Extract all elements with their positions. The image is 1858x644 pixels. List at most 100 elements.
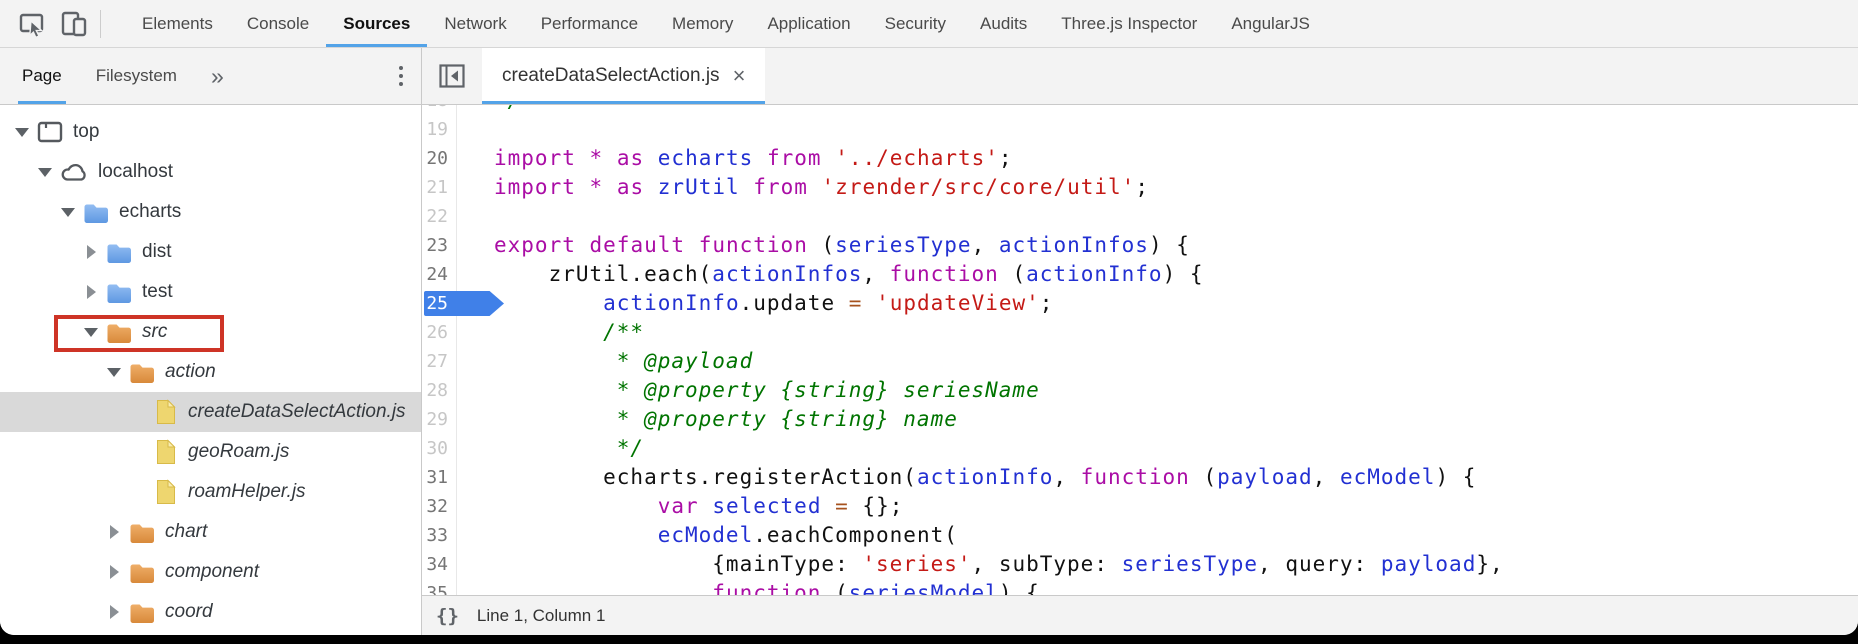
code-line-28[interactable]: 28 * @property {string} seriesName: [422, 376, 1858, 405]
toolbar-tab-three-js-inspector[interactable]: Three.js Inspector: [1061, 13, 1198, 33]
line-number[interactable]: 18: [422, 105, 457, 115]
code-line-text: * @property {string} seriesName: [494, 378, 1040, 402]
close-tab-icon[interactable]: ×: [732, 63, 746, 88]
sidebar-tab-filesystem[interactable]: Filesystem: [95, 66, 177, 85]
tree-item-echarts[interactable]: echarts: [0, 192, 421, 232]
line-number[interactable]: 19: [422, 115, 457, 144]
line-number[interactable]: 34: [422, 550, 457, 579]
tree-item-action[interactable]: action: [0, 352, 421, 392]
line-number[interactable]: 31: [422, 463, 457, 492]
toolbar-separator: [100, 10, 101, 38]
tree-item-test[interactable]: test: [0, 272, 421, 312]
chevron-collapsed-icon[interactable]: [106, 605, 122, 619]
tree-item-top[interactable]: top: [0, 112, 421, 152]
line-number[interactable]: 30: [422, 434, 457, 463]
code-line-25[interactable]: 25 actionInfo.update = 'updateView';: [422, 289, 1858, 318]
toolbar-tab-angularjs[interactable]: AngularJS: [1231, 13, 1310, 33]
chevron-expanded-icon[interactable]: [106, 367, 122, 377]
code-line-19[interactable]: 19: [422, 115, 1858, 144]
line-number-text: 21: [426, 177, 448, 198]
hide-navigator-icon[interactable]: [422, 48, 482, 104]
toolbar-tab-console[interactable]: Console: [246, 13, 310, 33]
code-line-30[interactable]: 30 */: [422, 434, 1858, 463]
code-line-29[interactable]: 29 * @property {string} name: [422, 405, 1858, 434]
chevron-collapsed-icon[interactable]: [83, 285, 99, 299]
toggle-device-toolbar-icon[interactable]: [58, 8, 90, 40]
code-line-32[interactable]: 32 var selected = {};: [422, 492, 1858, 521]
tree-item-dist[interactable]: dist: [0, 232, 421, 272]
line-number-text: 20: [426, 148, 448, 169]
toolbar-tab-application[interactable]: Application: [767, 13, 851, 33]
window-frame-icon: [36, 119, 64, 145]
code-line-31[interactable]: 31 echarts.registerAction(actionInfo, fu…: [422, 463, 1858, 492]
line-number[interactable]: 23: [422, 231, 457, 260]
tree-item-label: localhost: [98, 161, 173, 182]
tree-item-chart[interactable]: chart: [0, 512, 421, 552]
line-number[interactable]: 35: [422, 579, 457, 595]
tree-item-coord[interactable]: coord: [0, 592, 421, 632]
line-number[interactable]: 22: [422, 202, 457, 231]
inspect-element-icon[interactable]: [16, 8, 48, 40]
line-number[interactable]: 28: [422, 376, 457, 405]
code-line-24[interactable]: 24 zrUtil.each(actionInfos, function (ac…: [422, 260, 1858, 289]
more-tabs-chevron[interactable]: »: [210, 62, 224, 89]
code-line-text: [457, 202, 494, 231]
code-line-26[interactable]: 26 /**: [422, 318, 1858, 347]
chevron-expanded-icon[interactable]: [83, 327, 99, 337]
tree-item-label: top: [73, 121, 100, 142]
code-line-34[interactable]: 34 {mainType: 'series', subType: seriesT…: [422, 550, 1858, 579]
line-number[interactable]: 21: [422, 173, 457, 202]
toolbar-tab-security[interactable]: Security: [884, 13, 947, 33]
breakpoint-marker-icon[interactable]: [424, 291, 504, 316]
chevron-expanded-icon[interactable]: [14, 127, 30, 137]
tree-item-src[interactable]: src: [0, 312, 421, 352]
code-line-33[interactable]: 33 ecModel.eachComponent(: [422, 521, 1858, 550]
chevron-expanded-icon[interactable]: [60, 207, 76, 217]
code-line-35[interactable]: 35 function (seriesModel) {: [422, 579, 1858, 595]
code-line-text: function (seriesModel) {: [712, 581, 1040, 595]
line-number-text: 31: [426, 467, 448, 488]
toolbar-tab-audits[interactable]: Audits: [980, 13, 1028, 33]
annotation-highlight-box: [54, 315, 224, 352]
tree-item-georoam-js[interactable]: geoRoam.js: [0, 432, 421, 472]
toolbar-tab-sources[interactable]: Sources: [326, 0, 427, 47]
tree-item-label: dist: [142, 241, 172, 262]
toolbar-tab-performance[interactable]: Performance: [540, 13, 639, 33]
chevron-collapsed-icon[interactable]: [83, 245, 99, 259]
line-number[interactable]: 32: [422, 492, 457, 521]
tree-item-label: component: [165, 561, 260, 582]
code-line-22[interactable]: 22: [422, 202, 1858, 231]
line-number-text: 22: [426, 206, 448, 227]
toolbar-tab-memory[interactable]: Memory: [672, 13, 734, 33]
chevron-collapsed-icon[interactable]: [106, 525, 122, 539]
line-number[interactable]: 20: [422, 144, 457, 173]
editor-file-tab[interactable]: createDataSelectAction.js ×: [482, 48, 766, 104]
code-line-text: */: [457, 105, 521, 115]
line-number[interactable]: 27: [422, 347, 457, 376]
breakpoint-line-number[interactable]: 25: [422, 289, 504, 318]
tree-item-roamhelper-js[interactable]: roamHelper.js: [0, 472, 421, 512]
sidebar-tab-page[interactable]: Page: [18, 48, 66, 104]
chevron-collapsed-icon[interactable]: [106, 565, 122, 579]
tree-item-localhost[interactable]: localhost: [0, 152, 421, 192]
code-line-text: import * as zrUtil from 'zrender/src/cor…: [494, 175, 1149, 199]
line-number[interactable]: 29: [422, 405, 457, 434]
code-line-18[interactable]: 18*/: [422, 105, 1858, 115]
kebab-menu-icon[interactable]: [399, 48, 403, 104]
tree-item-createdataselectaction-js[interactable]: createDataSelectAction.js: [0, 392, 421, 432]
chevron-expanded-icon[interactable]: [37, 167, 53, 177]
toolbar-tab-elements[interactable]: Elements: [142, 13, 213, 33]
toolbar-tab-network[interactable]: Network: [444, 13, 507, 33]
code-line-27[interactable]: 27 * @payload: [422, 347, 1858, 376]
line-number[interactable]: 33: [422, 521, 457, 550]
code-line-text: * @payload: [494, 349, 754, 373]
sidebar-header-tabs: Page Filesystem: [18, 48, 207, 104]
line-number[interactable]: 24: [422, 260, 457, 289]
line-number[interactable]: 26: [422, 318, 457, 347]
pretty-print-button[interactable]: {}: [436, 604, 459, 627]
tree-item-component[interactable]: component: [0, 552, 421, 592]
code-line-21[interactable]: 21 import * as zrUtil from 'zrender/src/c…: [422, 173, 1858, 202]
